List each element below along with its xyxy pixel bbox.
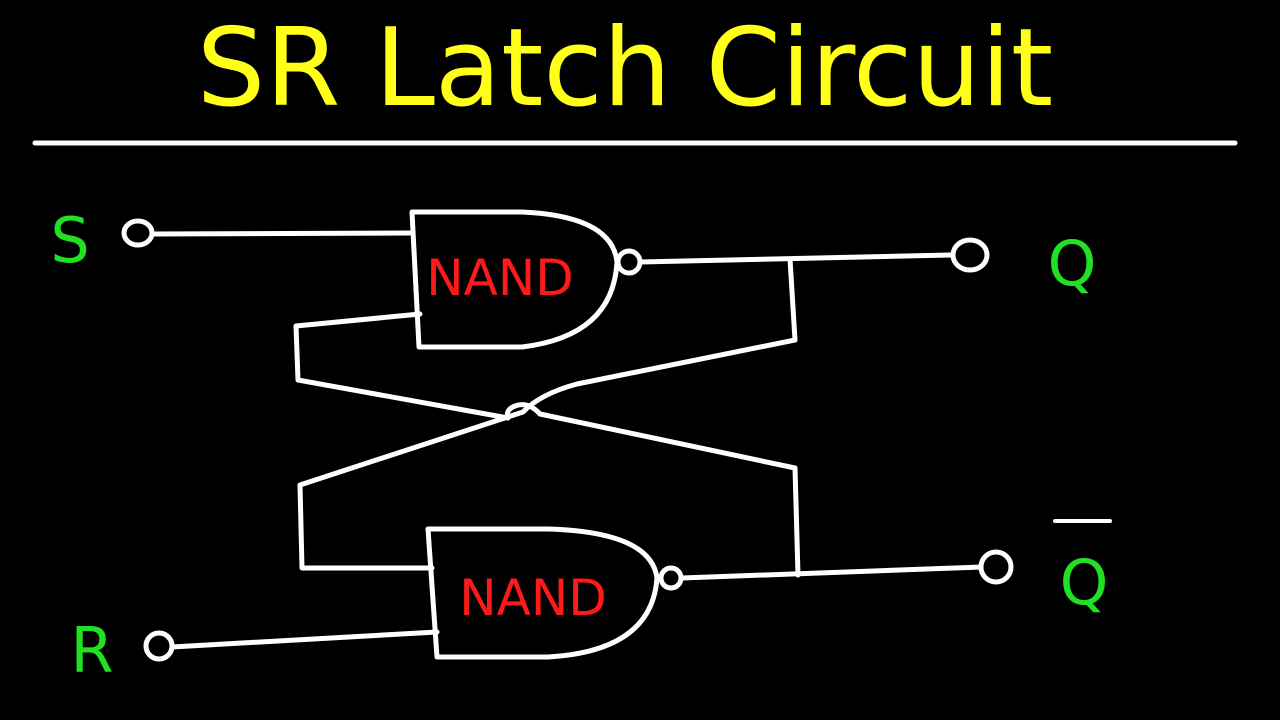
bottom-nand-gate-body [425, 526, 660, 660]
q-output-wire [637, 252, 953, 265]
q-output-terminal [950, 237, 990, 273]
s-input-terminal [121, 218, 155, 248]
top-nand-gate: NAND [409, 209, 643, 350]
bottom-nand-label: NAND [459, 569, 607, 627]
q-bar-output-label: Q [1060, 546, 1109, 619]
s-input-label: S [50, 204, 89, 277]
r-input-terminal [143, 630, 175, 662]
top-nand-label: NAND [426, 249, 574, 307]
top-nand-output-bubble [615, 248, 643, 276]
q-bar-output-terminal [978, 549, 1014, 585]
q-bar-output-wire [679, 564, 985, 581]
s-input-wire [149, 230, 415, 237]
q-bar-feedback-wire [293, 311, 801, 578]
r-input-wire [169, 629, 440, 650]
bottom-nand-output-bubble [658, 565, 684, 591]
r-input-label: R [70, 614, 113, 687]
q-output-label: Q [1048, 227, 1097, 300]
diagram-title: SR Latch Circuit [197, 6, 1053, 131]
q-feedback-wire [297, 256, 798, 571]
bottom-nand-gate: NAND [425, 526, 684, 660]
